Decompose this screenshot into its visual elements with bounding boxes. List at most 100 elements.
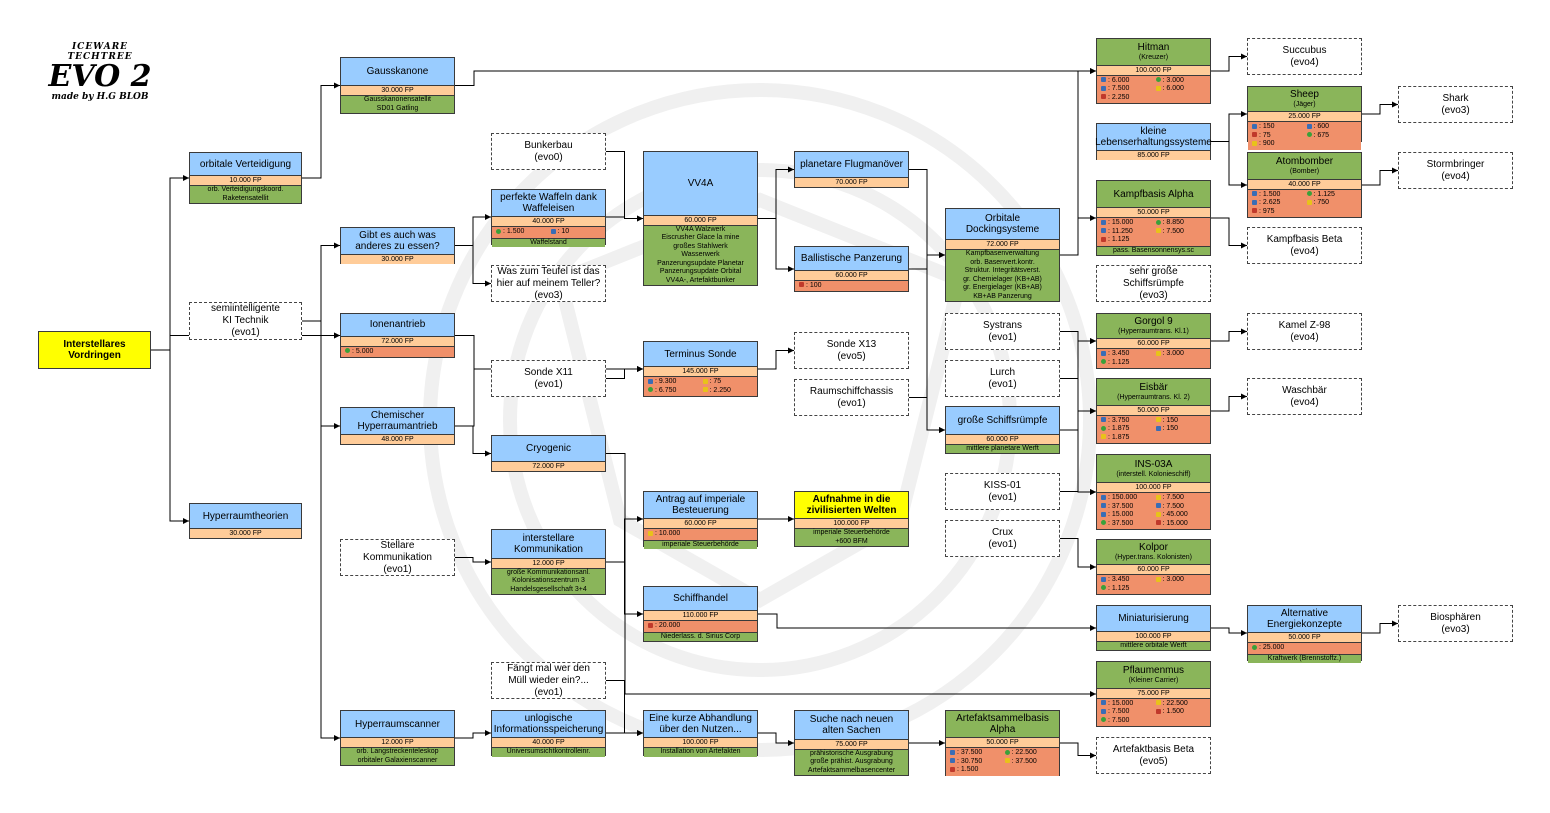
external-node-line: (evo1): [988, 331, 1017, 343]
tech-node-hitman[interactable]: Hitman(Kreuzer)100.000 FP: 6.000: 3.000:…: [1096, 38, 1211, 104]
resource-value: : 900: [1259, 140, 1275, 147]
logo-line-2: EVO 2: [48, 59, 152, 94]
unlock-item: Panzerungsupdate Planetar: [657, 259, 744, 267]
yellow-resource-icon: [1004, 758, 1010, 764]
tech-node-atom[interactable]: Atombomber(Bomber)40.000 FP: 1.500: 1.12…: [1247, 152, 1362, 218]
external-node-crux[interactable]: Crux(evo1): [945, 520, 1060, 557]
blue-resource-icon: [1101, 77, 1106, 83]
node-cost: 50.000 FP: [1097, 208, 1210, 218]
link-grschiff-ins03a: [1060, 429, 1096, 495]
node-cost: 30.000 FP: [190, 529, 301, 538]
resource-item: : 15.000: [1155, 520, 1207, 529]
resource-value: : 37.500: [1108, 502, 1134, 510]
external-node-raumschiff[interactable]: Raumschiffchassis(evo1): [794, 379, 909, 416]
tech-node-pflaumen[interactable]: Pflaumenmus(Kleiner Carrier)75.000 FP: 1…: [1096, 661, 1211, 727]
external-node-kiss[interactable]: KISS-01(evo1): [945, 473, 1060, 510]
node-name: Eisbär: [1139, 381, 1168, 393]
external-node-bunker[interactable]: Bunkerbau(evo0): [491, 133, 606, 170]
node-cost: 60.000 FP: [644, 519, 757, 529]
external-node-kampfbeta[interactable]: Kampfbasis Beta(evo4): [1247, 227, 1362, 264]
external-node-storm[interactable]: Stormbringer(evo4): [1398, 152, 1513, 189]
resource-value: : 975: [1259, 207, 1275, 215]
node-unlocks: orb. Verteidigungskoord.Raketensatellit: [190, 186, 301, 203]
node-subtitle: (Kreuzer): [1138, 53, 1169, 61]
tech-node-gorgol[interactable]: Gorgol 9(Hyperraumtrans. Kl.1)60.000 FP:…: [1096, 313, 1211, 369]
tech-node-sheep[interactable]: Sheep(Jäger)25.000 FP: 150: 600: 75: 675…: [1247, 86, 1362, 150]
external-node-sondex13[interactable]: Sonde X13(evo5): [794, 332, 909, 369]
resource-item: : 75: [702, 378, 754, 387]
external-node-succubus[interactable]: Succubus(evo4): [1247, 38, 1362, 75]
external-node-line: (evo1): [988, 538, 1017, 550]
tech-node-abhandlung[interactable]: Eine kurze Abhandlung über den Nutzen...…: [643, 710, 758, 757]
external-node-line: (evo5): [837, 350, 866, 362]
external-node-line: semiintelligente: [211, 303, 280, 314]
node-resources: : 9.300: 75: 6.750: 2.250: [644, 377, 757, 396]
external-node-shark[interactable]: Shark(evo3): [1398, 86, 1513, 123]
node-title: Antrag auf imperiale Besteuerung: [644, 492, 757, 519]
node-name: große Schiffsrümpfe: [957, 414, 1048, 426]
node-name: kleine Lebenserhaltungssysteme: [1095, 126, 1212, 148]
external-node-kamel[interactable]: Kamel Z-98(evo4): [1247, 313, 1362, 350]
tech-node-essen[interactable]: Gibt es auch was anderes zu essen?30.000…: [340, 227, 455, 264]
tech-node-kolpor[interactable]: Kolpor(Hyper.trans. Kolonisten)60.000 FP…: [1096, 539, 1211, 595]
tech-node-interstellares[interactable]: Interstellares Vordringen: [38, 331, 151, 369]
tech-node-eisbaer[interactable]: Eisbär(Hyperraumtrans. Kl. 2)50.000 FP: …: [1096, 378, 1211, 444]
external-node-lurch[interactable]: Lurch(evo1): [945, 360, 1060, 397]
unlock-item: +600 BFM: [835, 537, 868, 545]
external-node-line: Crux: [991, 526, 1014, 538]
resource-value: : 1.500: [957, 766, 979, 773]
blue-resource-icon: [950, 749, 955, 755]
node-cost: 75.000 FP: [795, 739, 908, 750]
unlock-item: großes Stahlwerk: [673, 242, 728, 250]
external-node-line: (evo3): [1441, 623, 1470, 635]
external-node-waschbaer[interactable]: Waschbär(evo4): [1247, 378, 1362, 415]
external-node-systrans[interactable]: Systrans(evo1): [945, 313, 1060, 350]
external-node-line: Sonde X11: [524, 366, 573, 378]
blue-resource-icon: [1101, 85, 1106, 91]
external-node-biosph[interactable]: Biosphären(evo3): [1398, 605, 1513, 642]
external-node-sondex11[interactable]: Sonde X11(evo1): [491, 360, 606, 397]
external-node-artbeta[interactable]: Artefaktbasis Beta(evo5): [1096, 737, 1211, 774]
link-orbitale-gauss: [302, 82, 340, 179]
external-node-line: (evo4): [1290, 396, 1319, 408]
red-resource-icon: [799, 282, 804, 288]
tech-node-ins03a[interactable]: INS-03A(interstell. Kolonieschiff)100.00…: [1096, 454, 1211, 530]
link-ki-hypscan: [302, 320, 340, 741]
external-node-line: Stormbringer: [1426, 158, 1485, 170]
external-node-line: hier auf meinem Teller?: [496, 277, 601, 289]
node-name: Hitman: [1137, 41, 1170, 53]
link-vv4a-ballist: [758, 218, 794, 272]
